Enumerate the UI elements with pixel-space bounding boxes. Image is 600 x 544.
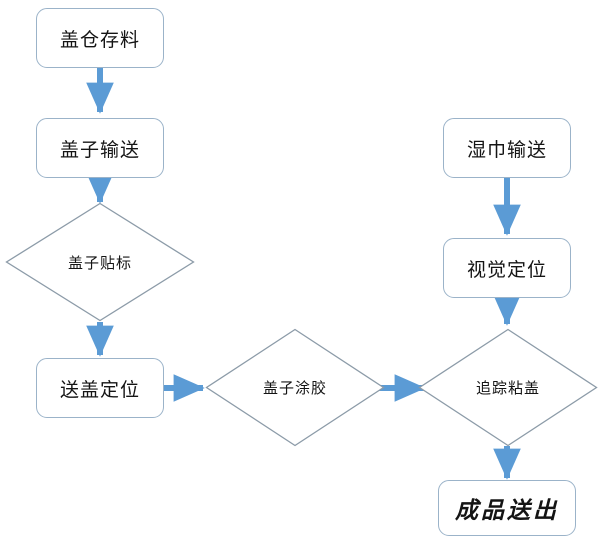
- cover-gluing-diamond-shape: [205, 328, 385, 447]
- node-cover-feed-position-label: 送盖定位: [59, 379, 140, 401]
- node-cover-storage[interactable]: 盖仓存料: [36, 8, 164, 68]
- node-vision-positioning[interactable]: 视觉定位: [443, 238, 571, 298]
- node-cover-storage-label: 盖仓存料: [59, 29, 140, 51]
- node-cover-labeling[interactable]: 盖子贴标: [5, 202, 195, 322]
- node-cover-conveying-label: 盖子输送: [59, 139, 140, 161]
- node-cover-labeling-label: 盖子贴标: [67, 254, 132, 272]
- node-finished-output-label: 成品送出: [455, 497, 559, 524]
- node-cover-feed-position[interactable]: 送盖定位: [36, 358, 164, 418]
- node-cover-gluing[interactable]: 盖子涂胶: [205, 328, 385, 447]
- cover-labeling-diamond-shape: [5, 202, 195, 322]
- node-tracking-capping[interactable]: 追踪粘盖: [418, 328, 598, 447]
- node-cover-gluing-label: 盖子涂胶: [262, 380, 327, 397]
- node-wipe-conveying-label: 湿巾输送: [466, 139, 547, 161]
- node-cover-conveying[interactable]: 盖子输送: [36, 118, 164, 178]
- tracking-capping-diamond-shape: [418, 328, 598, 447]
- node-vision-positioning-label: 视觉定位: [466, 259, 547, 281]
- node-wipe-conveying[interactable]: 湿巾输送: [443, 118, 571, 178]
- node-tracking-capping-label: 追踪粘盖: [475, 380, 540, 397]
- node-finished-output[interactable]: 成品送出: [438, 480, 576, 536]
